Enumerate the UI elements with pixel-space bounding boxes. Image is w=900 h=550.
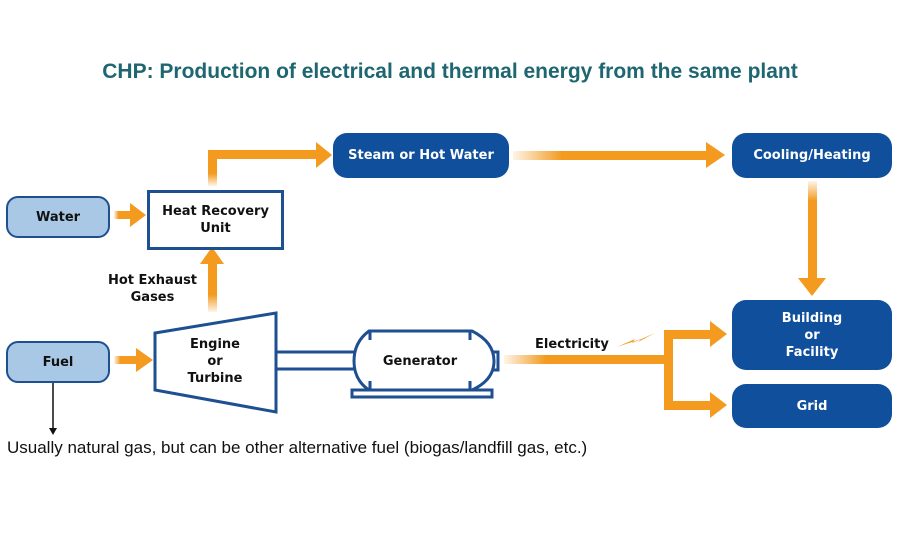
- fuel-note: Usually natural gas, but can be other al…: [7, 438, 588, 457]
- steam-label: Steam or Hot Water: [348, 148, 494, 163]
- engine-line-2: or: [207, 354, 223, 369]
- exhaust-line-1: Hot Exhaust: [107, 273, 198, 288]
- arrow-electricity: [504, 321, 727, 418]
- arrow-fuel-to-engine: [114, 348, 153, 372]
- generator-shape: [350, 329, 500, 399]
- arrow-steam-to-cooling: [513, 142, 725, 168]
- label-hot-exhaust-gases: Hot Exhaust Gases: [100, 272, 205, 306]
- arrow-water-to-hru: [114, 203, 146, 227]
- node-grid: Grid: [732, 384, 892, 428]
- engine-shape: [153, 311, 278, 414]
- arrow-hru-to-steam: [208, 142, 332, 186]
- diagram-title: CHP: Production of electrical and therma…: [102, 60, 798, 83]
- cooling-label: Cooling/Heating: [753, 148, 871, 163]
- engine-line-3: Turbine: [187, 371, 243, 386]
- node-water-label: Water: [35, 209, 81, 225]
- node-steam-or-hot-water: Steam or Hot Water: [333, 133, 509, 178]
- exhaust-line-2: Gases: [130, 290, 175, 305]
- node-generator: Generator: [382, 354, 458, 369]
- building-line-2: or: [804, 327, 820, 343]
- engine-line-1: Engine: [190, 337, 240, 352]
- node-fuel: Fuel: [6, 341, 110, 383]
- node-fuel-label: Fuel: [42, 354, 74, 370]
- lightning-icon: [617, 333, 655, 347]
- node-engine-or-turbine: Engine or Turbine: [170, 336, 260, 387]
- note-arrow: [49, 383, 57, 435]
- hru-line-2: Unit: [200, 221, 231, 236]
- building-line-1: Building: [781, 310, 843, 326]
- building-line-3: Facility: [785, 344, 839, 360]
- arrow-cooling-to-building: [798, 181, 826, 296]
- shaft: [276, 350, 357, 371]
- node-cooling-heating: Cooling/Heating: [732, 133, 892, 178]
- hru-line-1: Heat Recovery: [162, 204, 269, 219]
- label-electricity: Electricity: [535, 337, 609, 352]
- node-water: Water: [6, 196, 110, 238]
- grid-label: Grid: [796, 398, 828, 414]
- arrow-exhaust-up: [200, 247, 224, 312]
